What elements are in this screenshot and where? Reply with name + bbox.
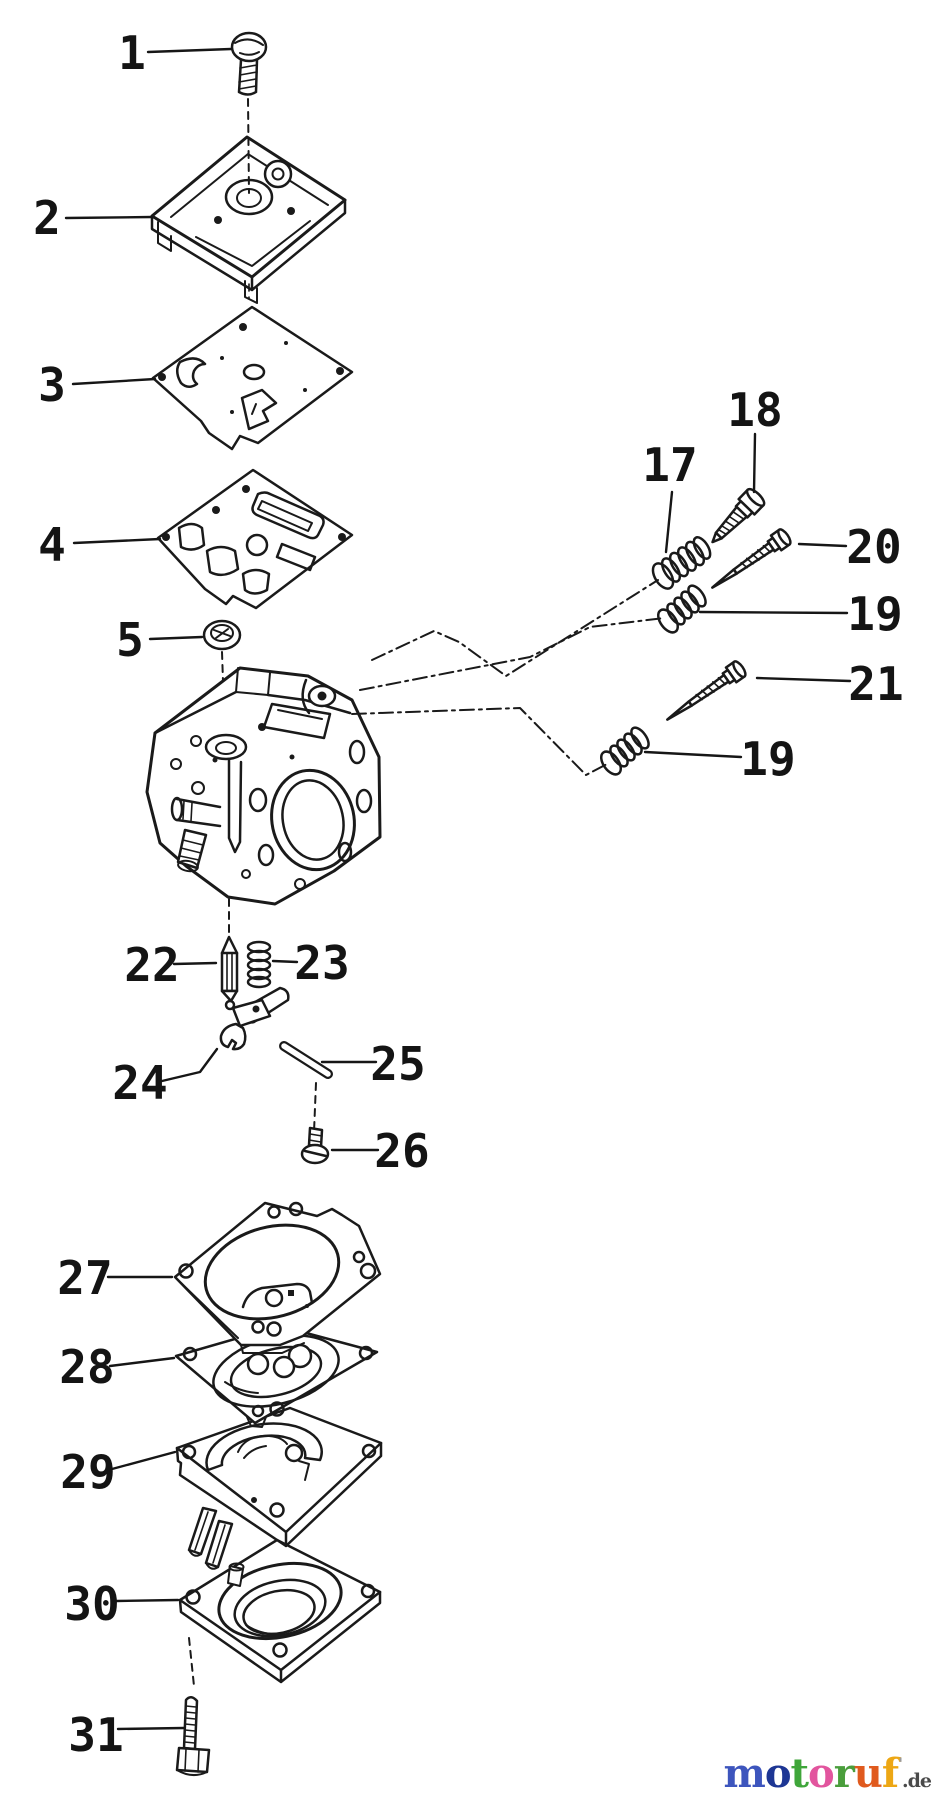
part-19-spring-lower-drawing (599, 726, 650, 776)
part-label-19: 19 (847, 587, 902, 641)
part-21-needle-screw-drawing (660, 658, 749, 729)
leader-line-19 (643, 750, 743, 759)
part-label-3: 3 (38, 358, 66, 412)
leader-line-28 (108, 1356, 176, 1368)
leader-line-2 (64, 215, 154, 220)
part-31-bolt-drawing (175, 1696, 211, 1776)
leader-line-29 (110, 1450, 177, 1471)
part-24-lever-drawing (219, 986, 290, 1051)
part-label-1: 1 (118, 26, 146, 80)
part-2-pump-cover-drawing (150, 135, 347, 304)
leader-line-20 (797, 542, 848, 548)
watermark-suffix: .de (902, 1770, 932, 1792)
part-17-spring-drawing (651, 536, 712, 590)
part-4-diaphragm-plate-drawing (156, 468, 354, 610)
part-25-pin-drawing (279, 1041, 333, 1079)
part-19-spring-upper-drawing (656, 584, 707, 634)
motoruf-watermark: motoruf'.de (724, 1754, 932, 1794)
part-5-inlet-screen-drawing (202, 619, 242, 651)
part-label-4: 4 (38, 518, 66, 572)
watermark-letter: o (808, 1750, 835, 1797)
part-label-28: 28 (59, 1340, 114, 1394)
leader-line-24 (160, 1047, 219, 1083)
part-label-18: 18 (727, 383, 782, 437)
part-label-27: 27 (57, 1251, 112, 1305)
part-27-gasket-drawing (173, 1201, 382, 1354)
leader-line-30 (114, 1598, 180, 1603)
part-label-20: 20 (846, 520, 901, 574)
leader-line-23 (271, 959, 299, 964)
carburetor-body-drawing (145, 666, 382, 906)
part-label-22: 22 (124, 938, 179, 992)
assembly-axis-screw1 (247, 98, 250, 194)
leader-line-18 (752, 432, 757, 494)
watermark-word: motoruf (723, 1750, 900, 1797)
needle-screw-axes (351, 579, 665, 776)
part-3-gasket-drawing (151, 305, 354, 451)
watermark-letter: m (723, 1750, 766, 1797)
leader-line-21 (755, 676, 852, 683)
watermark-letter: o (764, 1750, 792, 1797)
leader-line-22 (172, 961, 218, 966)
part-label-24: 24 (112, 1056, 167, 1110)
part-label-31: 31 (68, 1708, 123, 1762)
part-18-screw-drawing (703, 485, 768, 551)
part-1-screw-drawing (230, 31, 268, 96)
leader-line-31 (116, 1726, 186, 1731)
leader-line-1 (146, 47, 233, 54)
leader-line-5 (148, 635, 204, 641)
leader-line-17 (664, 490, 674, 554)
watermark-mark: ' (898, 1754, 903, 1773)
assembly-axis-pin (313, 1082, 317, 1133)
watermark-letter: f (881, 1750, 899, 1797)
part-26-screw-drawing (300, 1126, 330, 1165)
part-label-17: 17 (642, 438, 697, 492)
part-label-30: 30 (64, 1577, 119, 1631)
assembly-axis-bolt (188, 1637, 195, 1687)
watermark-letter: r (833, 1750, 855, 1797)
part-23-spring-drawing (246, 940, 272, 989)
part-label-21: 21 (848, 657, 903, 711)
part-label-5: 5 (116, 613, 144, 667)
part-label-29: 29 (60, 1445, 115, 1499)
leader-line-4 (72, 537, 162, 545)
watermark-letter: u (853, 1750, 883, 1797)
leader-line-19 (698, 610, 849, 615)
leader-line-3 (71, 377, 157, 386)
part-label-25: 25 (370, 1037, 425, 1091)
part-label-19: 19 (740, 732, 795, 786)
part-22-inlet-needle-drawing (220, 935, 239, 1011)
part-label-26: 26 (374, 1124, 429, 1178)
part-label-23: 23 (294, 936, 349, 990)
watermark-letter: t (790, 1750, 810, 1797)
part-label-2: 2 (33, 191, 61, 245)
part-30-end-cover-drawing (178, 1538, 382, 1684)
